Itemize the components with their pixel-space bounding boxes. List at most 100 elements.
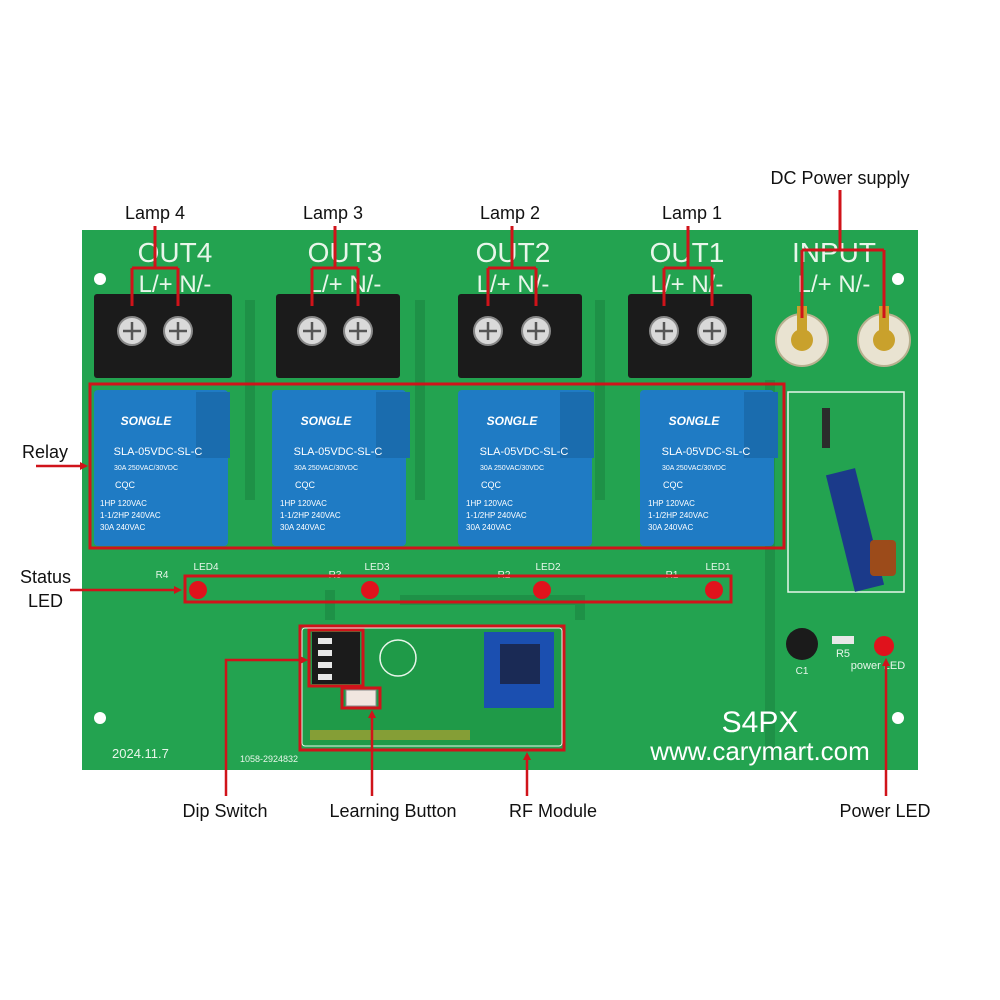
pcb-traces bbox=[245, 300, 775, 760]
dip-switch-arrow bbox=[224, 656, 308, 796]
label-rf-module: RF Module bbox=[508, 801, 598, 821]
led-silk-led1: LED1 bbox=[705, 562, 730, 573]
relay-cert: CQC bbox=[295, 480, 316, 490]
board-serial: 1058-2924832 bbox=[240, 754, 298, 764]
relay-spec2: 1-1/2HP 240VAC bbox=[466, 511, 527, 520]
terminal-blocks bbox=[94, 294, 911, 378]
power-led-silk: power LED bbox=[851, 660, 905, 672]
label-dc-power: DC Power supply bbox=[770, 168, 910, 188]
terminal-block-out2 bbox=[458, 294, 582, 378]
board-model: S4PX bbox=[722, 706, 799, 739]
diode bbox=[822, 408, 830, 448]
relay-rating: 30A 250VAC/30VDC bbox=[114, 465, 178, 472]
antenna-coil bbox=[379, 639, 417, 677]
status-led-1 bbox=[705, 581, 723, 599]
relay-cert: CQC bbox=[115, 480, 136, 490]
capacitor-c1 bbox=[786, 628, 818, 660]
relay-model: SLA-05VDC-SL-C bbox=[114, 446, 203, 458]
power-led-light bbox=[874, 636, 894, 656]
relay-brand: SONGLE bbox=[487, 414, 539, 428]
terminal-block-out1 bbox=[628, 294, 752, 378]
dc-power-bracket bbox=[800, 248, 886, 318]
relay-3: SONGLE SLA-05VDC-SL-C 30A 250VAC/30VDC C… bbox=[458, 390, 594, 546]
relay-model: SLA-05VDC-SL-C bbox=[294, 446, 383, 458]
relay-brand: SONGLE bbox=[669, 414, 721, 428]
power-section: C1 R5 power LED bbox=[786, 408, 905, 677]
out4-pins: L/+ N/- bbox=[139, 271, 212, 298]
input-title: INPUT bbox=[792, 237, 876, 268]
status-led-highlight-box bbox=[183, 574, 733, 604]
relay-spec1: 1HP 120VAC bbox=[280, 499, 327, 508]
dc-input-posts bbox=[775, 306, 911, 367]
relays: SONGLE SLA-05VDC-SL-C 30A 250VAC/30VDC C… bbox=[94, 390, 778, 546]
relay-spec3: 30A 240VAC bbox=[100, 523, 145, 532]
relay-spec1: 1HP 120VAC bbox=[100, 499, 147, 508]
status-led-3 bbox=[361, 581, 379, 599]
status-led-2 bbox=[533, 581, 551, 599]
relay-1: SONGLE SLA-05VDC-SL-C 30A 250VAC/30VDC C… bbox=[94, 390, 230, 546]
resistor-r5 bbox=[832, 636, 854, 644]
label-learning-button: Learning Button bbox=[329, 801, 457, 821]
board-website: www.carymart.com bbox=[649, 736, 870, 766]
out3-pins: L/+ N/- bbox=[309, 271, 382, 298]
label-lamp4: Lamp 4 bbox=[124, 203, 186, 223]
relay-2: SONGLE SLA-05VDC-SL-C 30A 250VAC/30VDC C… bbox=[272, 390, 410, 546]
relay-spec3: 30A 240VAC bbox=[648, 523, 693, 532]
status-led-4 bbox=[189, 581, 207, 599]
rf-receiver-module bbox=[301, 627, 563, 747]
led-silk-led4: LED4 bbox=[193, 562, 218, 573]
regulator-module bbox=[825, 468, 885, 592]
res-silk-r4: R4 bbox=[156, 570, 169, 581]
label-lamp2: Lamp 2 bbox=[479, 203, 541, 223]
relay-cert: CQC bbox=[481, 480, 502, 490]
relay-model: SLA-05VDC-SL-C bbox=[662, 446, 751, 458]
relay-spec2: 1-1/2HP 240VAC bbox=[280, 511, 341, 520]
input-pins: L/+ N/- bbox=[798, 271, 871, 298]
rf-module-highlight-box bbox=[298, 624, 566, 752]
relay-spec1: 1HP 120VAC bbox=[466, 499, 513, 508]
pin-header bbox=[310, 730, 470, 740]
relay-cert: CQC bbox=[663, 480, 684, 490]
relay-rating: 30A 250VAC/30VDC bbox=[294, 465, 358, 472]
terminal-block-out3 bbox=[276, 294, 400, 378]
pcb-power-area bbox=[787, 391, 905, 593]
r5-silk: R5 bbox=[836, 648, 850, 660]
relay-rating: 30A 250VAC/30VDC bbox=[480, 465, 544, 472]
out4-title: OUT4 bbox=[138, 237, 213, 268]
callout-arrows bbox=[36, 462, 890, 796]
label-lamp1: Lamp 1 bbox=[661, 203, 723, 223]
relay-4: SONGLE SLA-05VDC-SL-C 30A 250VAC/30VDC C… bbox=[640, 390, 778, 546]
relay-highlight-box bbox=[88, 382, 786, 550]
relay-spec3: 30A 240VAC bbox=[466, 523, 511, 532]
mounting-hole bbox=[94, 273, 106, 285]
board-markings: S4PX www.carymart.com 2024.11.7 1058-292… bbox=[112, 706, 870, 766]
mounting-hole bbox=[94, 712, 106, 724]
terminal-block-out4 bbox=[94, 294, 232, 378]
relay-brand: SONGLE bbox=[121, 414, 173, 428]
board-date: 2024.11.7 bbox=[112, 746, 169, 761]
label-status-line1: Status bbox=[20, 567, 72, 587]
relay-rating: 30A 250VAC/30VDC bbox=[662, 465, 726, 472]
label-power-led: Power LED bbox=[839, 801, 931, 821]
relay-model: SLA-05VDC-SL-C bbox=[480, 446, 569, 458]
learning-button-highlight-box bbox=[340, 686, 382, 710]
dip-switch-highlight-box bbox=[307, 628, 365, 688]
relay-spec2: 1-1/2HP 240VAC bbox=[100, 511, 161, 520]
callout-boxes bbox=[88, 190, 886, 752]
label-status-line2: LED bbox=[28, 591, 64, 611]
learning-button bbox=[345, 689, 377, 707]
relay-spec3: 30A 240VAC bbox=[280, 523, 325, 532]
mounting-hole bbox=[892, 273, 904, 285]
label-relay: Relay bbox=[22, 442, 69, 462]
label-lamp3: Lamp 3 bbox=[302, 203, 364, 223]
relay-brand: SONGLE bbox=[301, 414, 353, 428]
c1-silk: C1 bbox=[796, 666, 809, 677]
out3-title: OUT3 bbox=[308, 237, 383, 268]
label-dip-switch: Dip Switch bbox=[182, 801, 268, 821]
mounting-hole bbox=[892, 712, 904, 724]
led-silk-led2: LED2 bbox=[535, 562, 560, 573]
led-silk-led3: LED3 bbox=[364, 562, 389, 573]
inductor bbox=[870, 540, 896, 576]
relay-spec2: 1-1/2HP 240VAC bbox=[648, 511, 709, 520]
